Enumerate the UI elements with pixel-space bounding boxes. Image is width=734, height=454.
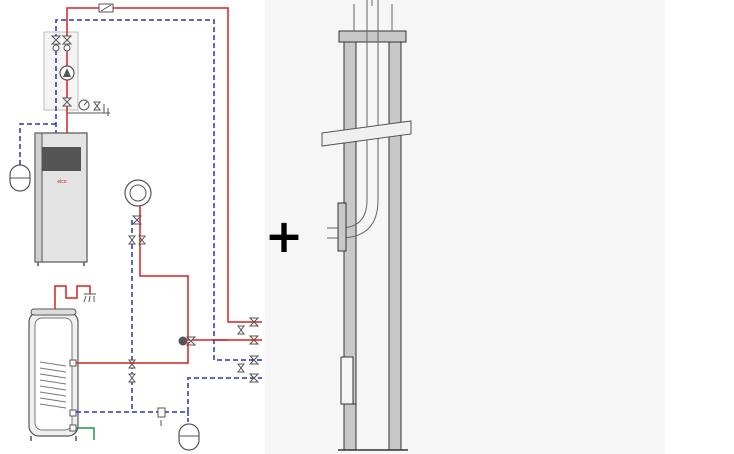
boiler-brand-label: elco [57, 179, 66, 185]
flue-connector [337, 202, 347, 252]
filter-icon [157, 407, 166, 426]
expansion-vessel-icon [178, 423, 200, 451]
combine-plus-symbol: + [265, 209, 304, 263]
circuit-flow-pipe [139, 206, 228, 341]
thermostatic-valve-icon [128, 215, 146, 383]
return-pipe-main [55, 19, 262, 361]
shower-icon [83, 293, 96, 303]
chimney-panel-background [265, 0, 665, 454]
heating-coil-icon [39, 361, 67, 409]
chimney-section [321, 0, 412, 451]
outlet-valves-icon [237, 317, 260, 383]
boiler-display-panel [42, 147, 81, 171]
shutoff-valve-icon [61, 97, 73, 107]
mixing-valve-icon [178, 336, 197, 346]
roof-section [321, 120, 412, 147]
heating-schematic: elco [9, 3, 262, 451]
ball-valve-icon [50, 35, 73, 52]
hot-water-cylinder [28, 308, 79, 441]
safety-group-icon [67, 99, 110, 116]
circulation-pump-icon [59, 65, 75, 81]
dhw-outlet-pipe [54, 285, 91, 309]
expansion-return-pipe [19, 123, 56, 165]
cold-water-supply-pipe [76, 427, 95, 440]
tank-flow-pipe [76, 342, 189, 364]
flow-pipe-main [66, 7, 262, 323]
heating-circuit-icon [124, 179, 152, 207]
tank-return-pipe [76, 377, 262, 413]
chimney-cap [338, 30, 407, 43]
expansion-vessel-icon [9, 164, 31, 192]
chimney-right-wall [388, 41, 402, 451]
boiler-unit: elco [34, 132, 88, 266]
inspection-opening [340, 356, 354, 405]
